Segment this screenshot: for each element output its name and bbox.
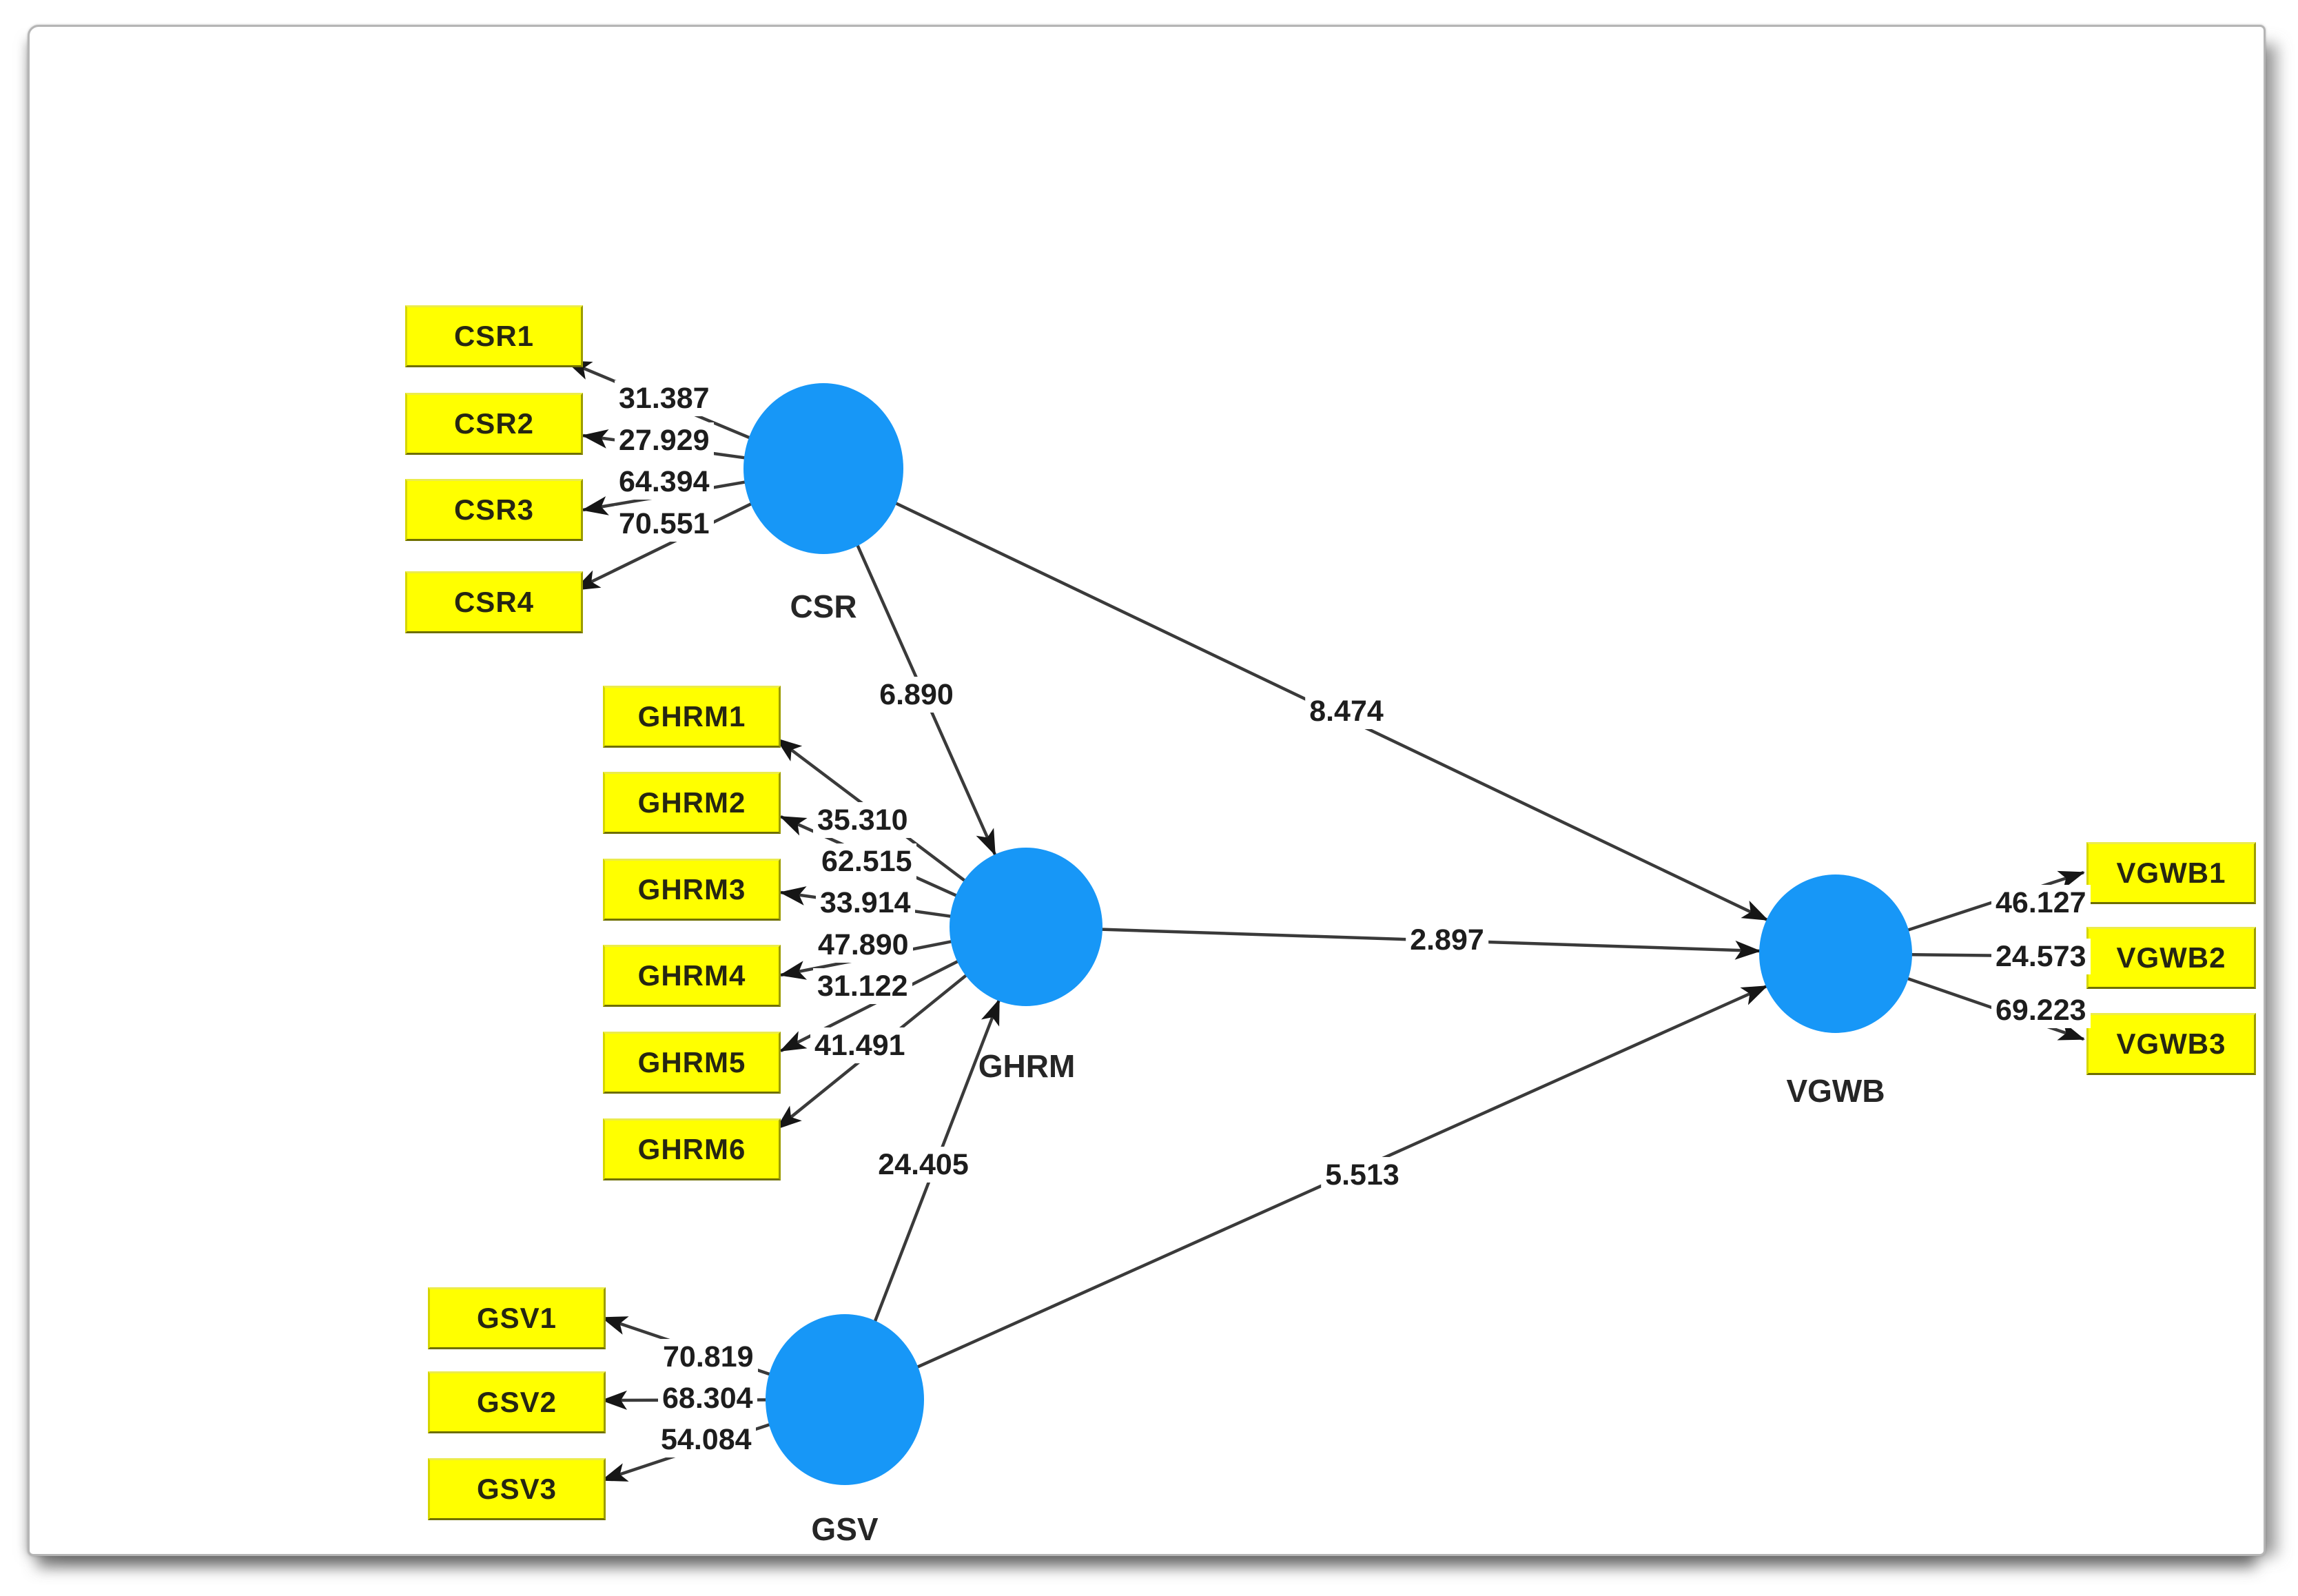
indicator-ghrm5-box[interactable]: GHRM5 [603, 1032, 781, 1094]
path-arrow-ghrm-vgwb [1025, 925, 1761, 960]
loading-gsv3: 54.084 [657, 1422, 756, 1457]
loading-ghrm3: 33.914 [816, 885, 915, 921]
loading-ghrm1: 35.310 [813, 802, 912, 838]
loading-ghrm4: 47.890 [814, 927, 913, 963]
path-value-csr-ghrm: 6.890 [875, 677, 958, 713]
construct-ghrm-label: GHRM [978, 1048, 1076, 1084]
loading-vgwb1: 46.127 [1991, 885, 2091, 921]
loading-vgwb3: 69.223 [1991, 992, 2091, 1028]
indicator-vgwb2-box[interactable]: VGWB2 [2086, 927, 2256, 989]
indicator-csr4-box[interactable]: CSR4 [405, 571, 583, 633]
loading-csr4: 70.551 [615, 506, 714, 542]
indicator-ghrm1-box[interactable]: GHRM1 [603, 686, 781, 748]
loading-ghrm6: 41.491 [810, 1027, 910, 1063]
construct-gsv-node[interactable] [766, 1314, 924, 1485]
loading-gsv2: 68.304 [658, 1380, 757, 1416]
indicator-ghrm4-box[interactable]: GHRM4 [603, 945, 781, 1007]
construct-vgwb-label: VGWB [1786, 1073, 1885, 1109]
indicator-vgwb1-box[interactable]: VGWB1 [2086, 842, 2256, 904]
indicator-ghrm3-box[interactable]: GHRM3 [603, 859, 781, 921]
construct-csr-label: CSR [790, 589, 857, 624]
loading-vgwb2: 24.573 [1991, 939, 2091, 974]
path-value-gsv-ghrm: 24.405 [874, 1147, 973, 1183]
indicator-ghrm6-box[interactable]: GHRM6 [603, 1118, 781, 1180]
path-arrow-gsv-vgwb [844, 984, 1768, 1402]
indicator-gsv1-box[interactable]: GSV1 [428, 1287, 606, 1349]
loading-ghrm2: 62.515 [817, 843, 916, 879]
indicator-gsv3-box[interactable]: GSV3 [428, 1458, 606, 1520]
construct-ghrm-node[interactable] [950, 848, 1102, 1006]
figure-page [28, 25, 2266, 1556]
path-value-ghrm-vgwb: 2.897 [1406, 922, 1488, 958]
path-value-csr-vgwb: 8.474 [1305, 693, 1388, 729]
loading-csr1: 31.387 [615, 380, 714, 416]
loading-ghrm5: 31.122 [813, 968, 912, 1004]
loading-csr3: 64.394 [615, 464, 714, 500]
indicator-ghrm2-box[interactable]: GHRM2 [603, 772, 781, 834]
indicator-csr1-box[interactable]: CSR1 [405, 305, 583, 367]
construct-csr-node[interactable] [743, 383, 903, 554]
indicator-vgwb3-box[interactable]: VGWB3 [2086, 1013, 2256, 1075]
indicator-gsv2-box[interactable]: GSV2 [428, 1371, 606, 1433]
loading-gsv1: 70.819 [659, 1339, 758, 1375]
loading-csr2: 27.929 [615, 422, 714, 458]
construct-vgwb-node[interactable] [1759, 874, 1912, 1033]
construct-gsv-label: GSV [811, 1511, 879, 1547]
path-arrow-csr-vgwb [823, 467, 1769, 922]
indicator-csr2-box[interactable]: CSR2 [405, 393, 583, 455]
path-value-gsv-vgwb: 5.513 [1321, 1157, 1404, 1193]
indicator-csr3-box[interactable]: CSR3 [405, 479, 583, 541]
